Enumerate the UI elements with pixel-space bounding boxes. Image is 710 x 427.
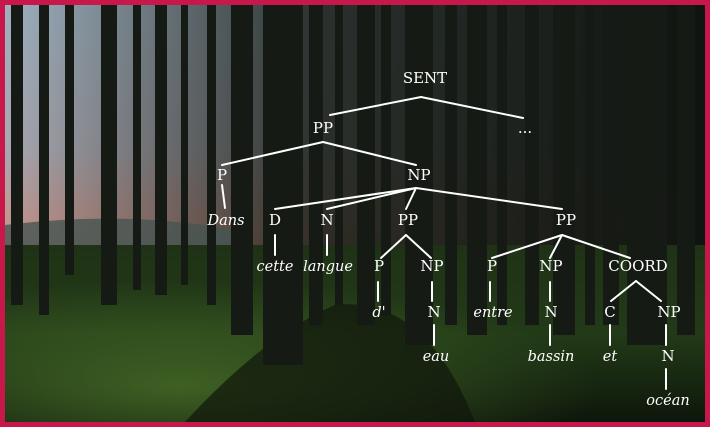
node-n-bassin: N: [544, 303, 557, 321]
word-dans: Dans: [206, 213, 244, 229]
edge-sent-ellipsis: [421, 97, 523, 118]
node-p-dans: P: [217, 166, 227, 184]
edge-np-d: [275, 188, 416, 209]
edge-pp-p: [222, 142, 323, 165]
node-np-main: NP: [407, 166, 430, 184]
node-np-eau: NP: [420, 257, 443, 275]
edge-coord-np: [636, 281, 661, 301]
node-c: C: [604, 303, 615, 321]
node-ellipsis: ...: [518, 119, 532, 137]
edge-np-pp-entre: [416, 188, 562, 209]
word-de: d': [372, 305, 385, 321]
word-ocean: océan: [646, 393, 689, 409]
word-et: et: [603, 349, 618, 365]
node-n-ocean: N: [661, 347, 674, 365]
word-cette: cette: [257, 259, 294, 275]
word-entre: entre: [473, 305, 512, 321]
edge-ppde-p: [381, 235, 406, 258]
node-coord: COORD: [608, 257, 667, 275]
edge-p-dans: [222, 185, 225, 208]
node-pp-top: PP: [313, 119, 333, 137]
node-np-ocean: NP: [657, 303, 680, 321]
edge-np-pp-de: [406, 188, 416, 209]
node-pp-entre: PP: [556, 211, 576, 229]
word-bassin: bassin: [528, 349, 575, 365]
edge-sent-pp: [330, 97, 421, 115]
node-np-bassin: NP: [539, 257, 562, 275]
node-n-eau: N: [427, 303, 440, 321]
node-n-langue: N: [320, 211, 333, 229]
node-sent: SENT: [403, 69, 447, 87]
edge-coord-c: [611, 281, 636, 301]
edge-ppentre-coord: [562, 235, 630, 258]
node-p-entre: P: [487, 257, 497, 275]
tree-edges: [222, 97, 666, 389]
syntax-tree: SENT ... PP P NP Dans D N PP PP cette la…: [5, 5, 705, 422]
node-pp-de: PP: [398, 211, 418, 229]
node-p-de: P: [374, 257, 384, 275]
word-eau: eau: [423, 349, 450, 365]
edge-ppde-np: [406, 235, 431, 258]
node-d: D: [269, 211, 281, 229]
edge-pp-np: [323, 142, 416, 165]
word-langue: langue: [303, 259, 353, 275]
tree-labels: SENT ... PP P NP Dans D N PP PP cette la…: [206, 69, 689, 409]
